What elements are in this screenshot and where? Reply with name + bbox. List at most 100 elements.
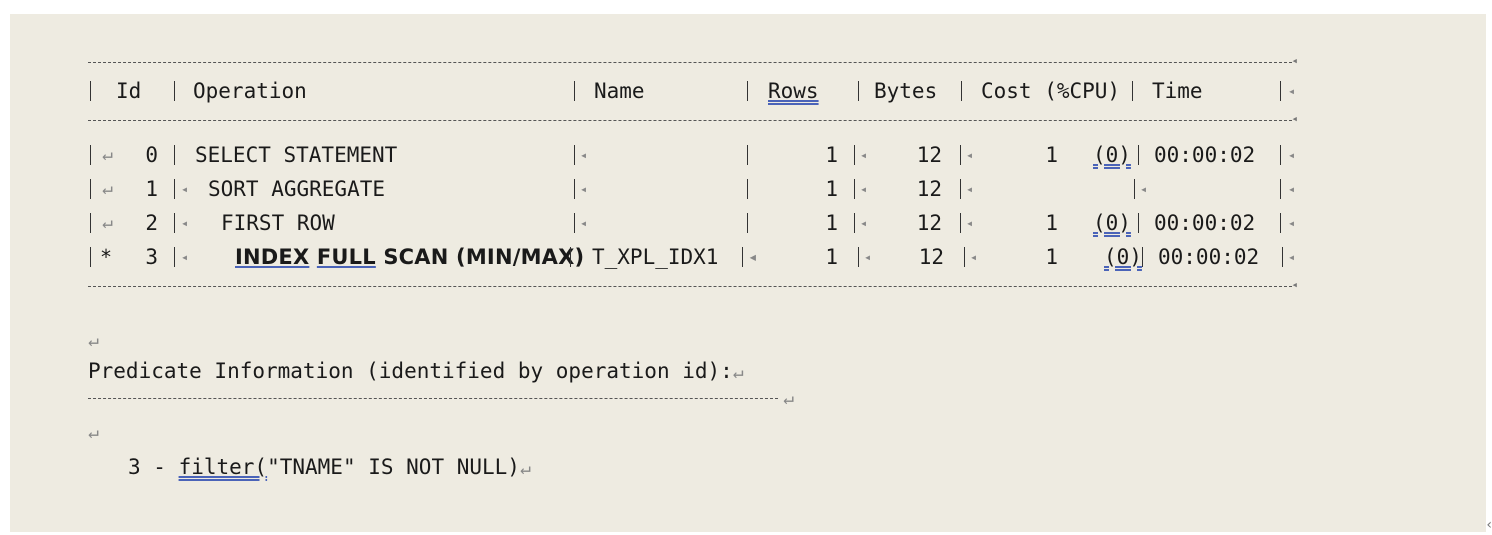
predicate-filter-keyword: filter( — [178, 455, 268, 479]
cell-mark: ◂ — [748, 247, 758, 266]
cell-mark: ◂ — [181, 250, 189, 264]
cell-mark: ◂ — [1140, 182, 1148, 196]
table-border-bottom: ◂ — [88, 274, 1298, 298]
column-separator — [747, 213, 748, 233]
column-separator — [1134, 179, 1135, 199]
row-marker: ↵ — [102, 212, 113, 233]
column-separator — [960, 213, 961, 233]
row-id: 2 — [145, 211, 158, 235]
cell-mark: ◂ — [970, 250, 978, 264]
column-separator — [90, 213, 91, 233]
table-header-row: Id Operation Name Rows Bytes Cost (%CPU)… — [88, 74, 1298, 108]
row-bytes: 12 — [916, 211, 942, 235]
row-operation: SELECT STATEMENT — [195, 143, 398, 167]
row-cpu: (0) — [1104, 245, 1142, 269]
return-mark: ↵ — [783, 388, 794, 409]
operation-word-index: INDEX — [235, 245, 310, 269]
cell-mark: ◂ — [1288, 148, 1296, 162]
column-separator — [90, 247, 91, 267]
column-separator — [574, 81, 575, 101]
execution-plan-table: ◂ Id Operation Name Rows Bytes Cost (%CP… — [88, 50, 1298, 298]
row-rows: 1 — [825, 211, 838, 235]
row-operation: FIRST ROW — [221, 211, 335, 235]
cell-mark: ◂ — [966, 148, 974, 162]
column-separator — [1280, 81, 1281, 101]
return-mark: ↵ — [88, 422, 99, 443]
column-separator — [1280, 145, 1281, 165]
column-separator — [858, 247, 859, 267]
paragraph-mark: ◂ — [1291, 278, 1298, 291]
cell-mark: ◂ — [860, 182, 868, 196]
column-separator — [174, 81, 175, 101]
cell-mark: ◂ — [1288, 182, 1296, 196]
row-bytes: 12 — [918, 245, 944, 269]
cell-mark: ◂ — [181, 216, 189, 230]
column-separator — [854, 179, 855, 199]
row-operation: INDEX FULL SCAN (MIN/MAX) — [235, 240, 584, 274]
column-separator — [960, 179, 961, 199]
column-separator — [1282, 247, 1283, 267]
predicate-title-text: Predicate Information (identified by ope… — [88, 359, 733, 383]
column-separator — [570, 247, 571, 267]
column-separator — [90, 145, 91, 165]
row-rows: 1 — [825, 245, 838, 269]
cell-mark: ◂ — [966, 182, 974, 196]
cell-mark: ◂ — [580, 182, 588, 196]
header-rows: Rows — [768, 79, 819, 103]
column-separator — [174, 247, 175, 267]
table-row: * 3 ◂ INDEX FULL SCAN (MIN/MAX) T_XPL_ID… — [88, 240, 1298, 274]
column-separator — [747, 145, 748, 165]
column-separator — [854, 145, 855, 165]
row-marker: ↵ — [102, 144, 113, 165]
table-border-top: ◂ — [88, 50, 1298, 74]
column-separator — [747, 81, 748, 101]
empty-paragraph: ↵ — [88, 414, 988, 450]
column-separator — [1142, 247, 1143, 267]
column-separator — [574, 213, 575, 233]
row-name: T_XPL_IDX1 — [592, 245, 719, 269]
cell-mark: ◂ — [864, 250, 872, 264]
document-page: ◂ Id Operation Name Rows Bytes Cost (%CP… — [10, 14, 1486, 532]
cell-mark: ◂ — [580, 216, 588, 230]
paragraph-mark: ◂ — [1291, 54, 1298, 67]
row-marker: * — [100, 245, 113, 269]
cell-mark: ◂ — [181, 182, 189, 196]
table-row: ↵ 2 ◂ FIRST ROW ◂ 1 ◂ 12 ◂ 1 (0) 00:00:0… — [88, 206, 1298, 240]
header-bytes: Bytes — [874, 79, 938, 103]
cell-mark: ◂ — [1288, 250, 1296, 264]
cell-mark: ◂ — [580, 148, 588, 162]
column-separator — [1280, 179, 1281, 199]
row-id: 3 — [145, 245, 158, 269]
column-separator — [574, 179, 575, 199]
column-separator — [90, 179, 91, 199]
cell-mark: ◂ — [1288, 216, 1296, 230]
predicate-filter-expression: "TNAME" IS NOT NULL) — [267, 455, 520, 479]
row-bytes: 12 — [916, 177, 942, 201]
row-id: 0 — [145, 143, 158, 167]
column-separator — [174, 179, 175, 199]
predicate-filter-line: 3 - filter("TNAME" IS NOT NULL)↵ — [88, 450, 988, 484]
row-cost: 1 — [1045, 245, 1058, 269]
column-separator — [858, 81, 859, 101]
column-separator — [964, 247, 965, 267]
row-time: 00:00:02 — [1154, 143, 1256, 167]
column-separator — [742, 247, 743, 267]
column-separator — [174, 145, 175, 165]
row-cpu: (0) — [1093, 143, 1131, 167]
row-rows: 1 — [825, 143, 838, 167]
row-time: 00:00:02 — [1154, 211, 1256, 235]
row-operation: SORT AGGREGATE — [208, 177, 386, 201]
cell-mark: ◂ — [860, 216, 868, 230]
operation-word-rest: SCAN (MIN/MAX) — [383, 245, 585, 269]
paragraph-mark: ◂ — [1291, 112, 1298, 125]
column-separator — [174, 213, 175, 233]
column-separator — [90, 81, 91, 101]
operation-word-full: FULL — [316, 245, 376, 269]
column-separator — [960, 145, 961, 165]
page-corner-mark: ‹ — [1486, 517, 1492, 533]
row-cost: 1 — [1045, 143, 1058, 167]
header-id: Id — [116, 79, 142, 103]
row-id: 1 — [145, 177, 158, 201]
table-border-mid: ◂ — [88, 108, 1298, 138]
row-cpu: (0) — [1093, 211, 1131, 235]
